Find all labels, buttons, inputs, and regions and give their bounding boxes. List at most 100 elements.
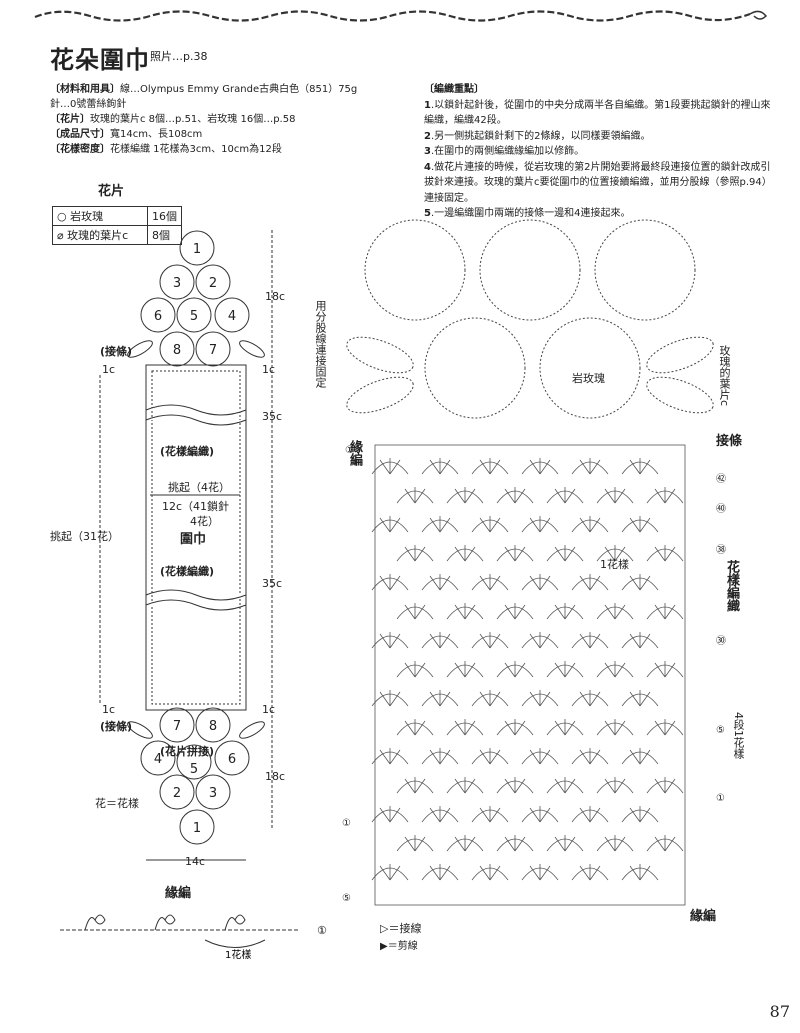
fan-stitch — [521, 806, 559, 823]
fan-stitch — [371, 748, 409, 765]
point-item: 5.一邊編織圍巾兩端的接條一邊和4連接起來。 — [424, 208, 631, 219]
fan-stitch — [546, 661, 584, 678]
parts-row: ⌀ 玫瑰的葉片c 8個 — [52, 225, 182, 245]
flower-number: 7 — [209, 343, 217, 358]
dim-label: 35c — [262, 577, 282, 590]
flower-circle — [176, 744, 212, 780]
fan-stitch — [421, 748, 459, 765]
label: 12c（41鎖針 — [162, 499, 229, 513]
fan-stitch — [596, 777, 634, 794]
fan-stitch — [521, 632, 559, 649]
fan-stitch — [371, 516, 409, 533]
flower-circle — [159, 707, 195, 743]
fan-stitch — [521, 458, 559, 475]
rock-rose-label: 岩玫瑰 — [572, 371, 605, 385]
fan-stitch — [596, 545, 634, 562]
motif-label: 1花樣 — [600, 557, 629, 571]
rock-rose-motif — [424, 317, 526, 419]
fan-stitch — [621, 632, 659, 649]
leaf-icon: ⌀ — [57, 229, 64, 242]
fan-stitch — [496, 777, 534, 794]
flower-circle — [214, 740, 250, 776]
flower-circle — [159, 331, 195, 367]
parts-table: ○ 岩玫瑰 16個 ⌀ 玫瑰的葉片c 8個 — [52, 206, 182, 245]
fan-stitch — [471, 748, 509, 765]
flower-circle — [176, 297, 212, 333]
flower-number: 3 — [173, 276, 181, 291]
materials-line: 〔花片〕玫瑰的葉片c 8個…p.51、岩玫瑰 16個…p.58 — [50, 114, 296, 125]
fan-stitch — [646, 835, 684, 852]
fan-stitch — [396, 487, 434, 504]
fan-stitch — [396, 719, 434, 736]
flower-circle — [195, 331, 231, 367]
dim-label: 1c — [262, 703, 275, 716]
flower-number: 6 — [154, 309, 162, 324]
point-item: 1.以鎖針起針後，從圍巾的中央分成兩半各自編織。第1段要挑起鎖針的裡山來編織，編… — [424, 99, 771, 127]
fan-stitch — [371, 806, 409, 823]
fan-stitch — [471, 516, 509, 533]
fan-stitch — [446, 545, 484, 562]
row-marker: ⑤ — [716, 725, 725, 736]
flower-number: 5 — [190, 762, 198, 777]
parts-heading: 花片 — [98, 184, 125, 199]
flower-circle — [195, 264, 231, 300]
fan-stitch — [471, 574, 509, 591]
fan-stitch — [421, 458, 459, 475]
dim-label: 14c — [185, 855, 205, 868]
label: (接條) — [100, 344, 132, 358]
fan-stitch — [496, 487, 534, 504]
flower-number: 4 — [154, 752, 162, 767]
scarf-schematic: 1 3 2 6 5 4 8 7 7 8 4 5 6 2 3 1 18c 35c … — [50, 230, 285, 868]
fan-stitch — [646, 603, 684, 620]
fan-stitch — [396, 545, 434, 562]
legend-join: ▷＝接線 — [380, 921, 421, 935]
label: 挑起（31花） — [50, 529, 119, 543]
edging-label-left: 緣編 — [347, 440, 362, 466]
fan-stitch — [421, 690, 459, 707]
materials-line: 〔材料和用具〕線…Olympus Emmy Grande古典白色（851）75g — [50, 84, 358, 95]
dim-label: 35c — [262, 410, 282, 423]
fan-stitch — [521, 748, 559, 765]
row-marker: ① — [317, 924, 327, 937]
split-yarn-label: 用分股線連接固定 — [314, 300, 327, 388]
row-marker: ㊷ — [716, 474, 726, 485]
rock-rose-icon: ○ — [57, 210, 67, 223]
fan-stitch — [371, 632, 409, 649]
flower-circle — [195, 707, 231, 743]
row-marker: ㊵ — [716, 504, 726, 515]
flower-number: 2 — [173, 786, 181, 801]
fan-stitch — [446, 719, 484, 736]
fan-stitch — [571, 458, 609, 475]
fan-stitch — [571, 864, 609, 881]
fan-stitch — [596, 835, 634, 852]
fan-stitch — [371, 690, 409, 707]
label: (接條) — [100, 719, 132, 733]
rock-rose-motif — [594, 219, 696, 321]
jietiao-label: 接條 — [716, 434, 743, 449]
fan-stitch — [421, 516, 459, 533]
fan-stitch — [621, 516, 659, 533]
fan-stitch — [596, 719, 634, 736]
fan-stitch — [546, 545, 584, 562]
fan-stitch — [446, 835, 484, 852]
flower-circle — [140, 297, 176, 333]
fan-stitch — [546, 487, 584, 504]
materials-line: 〔成品尺寸〕寬14cm、長108cm — [50, 129, 203, 140]
label: 花＝花樣 — [95, 796, 139, 810]
page-title: 花朵圍巾 — [50, 46, 150, 74]
fan-stitch — [621, 806, 659, 823]
fan-stitch — [521, 574, 559, 591]
page-number: 87 — [769, 1002, 790, 1021]
fan-stitch — [621, 690, 659, 707]
flower-number: 7 — [173, 719, 181, 734]
four-rows-label: 4段1花樣 — [732, 712, 745, 759]
dim-label: 1c — [262, 363, 275, 376]
fan-stitch — [446, 661, 484, 678]
fan-stitch — [521, 690, 559, 707]
fan-stitch — [621, 574, 659, 591]
fan-stitch — [546, 719, 584, 736]
fan-stitch — [471, 806, 509, 823]
flower-circle — [140, 740, 176, 776]
fan-stitch — [521, 864, 559, 881]
label: 圍巾 — [180, 531, 206, 547]
